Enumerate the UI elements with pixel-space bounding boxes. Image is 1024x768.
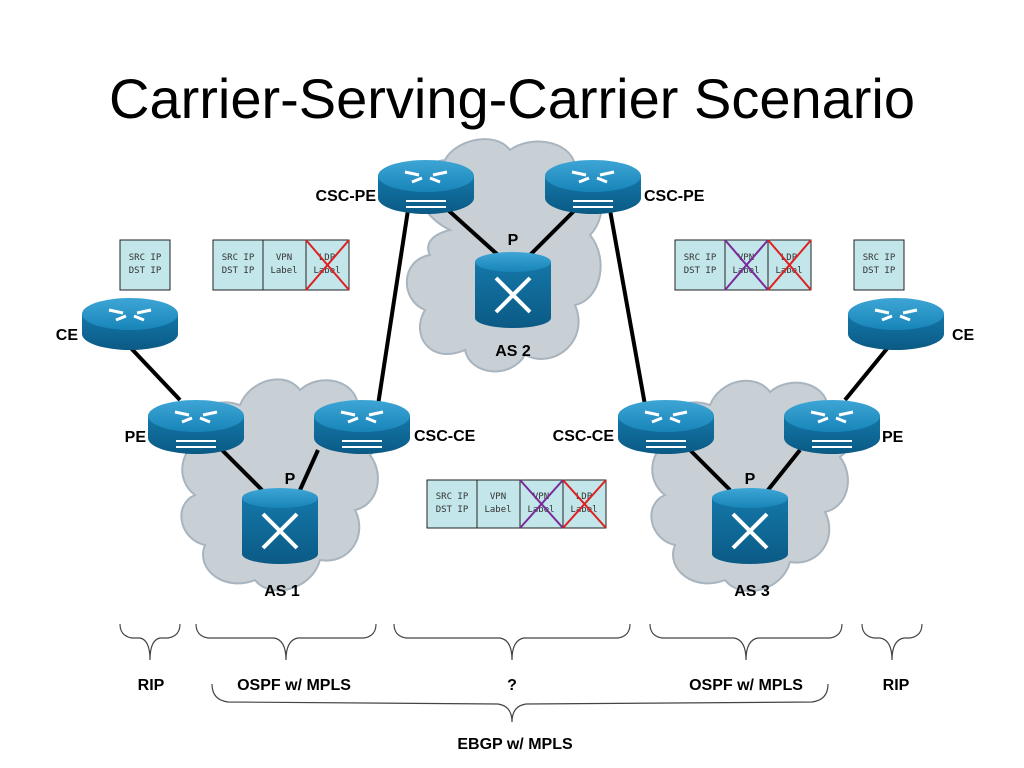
- packet-ldp-label-struck-line: Label: [570, 505, 597, 515]
- link-pe-ce-right: [843, 343, 892, 402]
- packet-ldp-label-struck-line: Label: [775, 266, 802, 276]
- packet-src-dst-line: SRC IP: [436, 492, 469, 502]
- packet-vpn-label-line: Label: [484, 505, 511, 515]
- label-p-as2: P: [508, 232, 519, 249]
- switch-p-as1[interactable]: [242, 488, 318, 564]
- label-csc-pe-right: CSC-PE: [644, 188, 705, 205]
- link-cscce-p-as3: [688, 448, 732, 492]
- packet-src-dst-line: DST IP: [684, 266, 717, 276]
- label-ospf-right: OSPF w/ MPLS: [689, 677, 803, 694]
- packet-ldp-label-struck-line: LDP: [781, 253, 798, 263]
- packet-src-dst: SRC IP DST IP: [684, 253, 717, 276]
- router-csc-ce-left[interactable]: [314, 400, 410, 454]
- link-cscpe-p-as2-left: [446, 208, 500, 257]
- label-pe-left: PE: [125, 429, 147, 446]
- label-csc-ce-left: CSC-CE: [414, 428, 476, 445]
- packet-src-dst-line: DST IP: [222, 266, 255, 276]
- packet-middle: SRC IP DST IP VPN Label VPN Label LDP Label: [426, 479, 607, 529]
- label-as2: AS 2: [495, 343, 531, 360]
- packet-src-dst-line: DST IP: [436, 505, 469, 515]
- label-csc-pe-left: CSC-PE: [316, 188, 377, 205]
- router-csc-pe-right[interactable]: [545, 160, 641, 214]
- link-pe-p-as1: [220, 448, 264, 492]
- brace-rip-right: [861, 623, 923, 661]
- packet-pe-left: SRC IP DST IP VPN Label LDP Label: [212, 239, 350, 291]
- packet-ldp-label-line: LDP: [319, 253, 336, 263]
- packet-ce-right: SRC IP DST IP: [853, 239, 905, 291]
- label-ce-left: CE: [56, 327, 79, 344]
- link-cscpe-cscce-right: [608, 209, 647, 406]
- packet-ldp-label-struck-line: LDP: [576, 492, 593, 502]
- switch-p-as3[interactable]: [712, 488, 788, 564]
- link-p-pe-as3: [766, 448, 802, 492]
- label-as3: AS 3: [734, 583, 770, 600]
- packet-src-dst: SRC IP DST IP: [863, 253, 896, 276]
- router-ce-right[interactable]: [848, 298, 944, 350]
- router-csc-ce-right[interactable]: [618, 400, 714, 454]
- packet-ldp-label-line: Label: [313, 266, 340, 276]
- packet-vpn-label-struck-line: VPN: [533, 492, 549, 502]
- packet-vpn-label-line: VPN: [276, 253, 292, 263]
- packet-vpn-label-struck-line: Label: [732, 266, 759, 276]
- packet-src-dst-line: DST IP: [863, 266, 896, 276]
- slide-title: Carrier-Serving-Carrier Scenario: [109, 67, 915, 130]
- packet-ce-left: SRC IP DST IP: [119, 239, 171, 291]
- packet-ldp-label: LDP Label: [313, 253, 340, 276]
- packet-src-dst: SRC IP DST IP: [222, 253, 255, 276]
- label-pe-right: PE: [882, 429, 904, 446]
- link-cscce-cscpe-left: [376, 209, 410, 406]
- packet-src-dst-line: SRC IP: [863, 253, 896, 263]
- switch-p-as2[interactable]: [475, 252, 551, 328]
- brace-ebgp: [211, 683, 829, 723]
- label-as1: AS 1: [264, 583, 300, 600]
- label-rip-right: RIP: [883, 677, 910, 694]
- packet-src-dst: SRC IP DST IP: [129, 253, 162, 276]
- brace-ospf-right: [649, 623, 843, 661]
- router-csc-pe-left[interactable]: [378, 160, 474, 214]
- label-csc-ce-right: CSC-CE: [553, 428, 615, 445]
- packet-vpn-label-line: Label: [270, 266, 297, 276]
- packet-vpn-label: VPN Label: [270, 253, 297, 276]
- packet-src-dst-line: SRC IP: [222, 253, 255, 263]
- label-p-as3: P: [745, 471, 756, 488]
- label-ebgp: EBGP w/ MPLS: [457, 736, 573, 753]
- packet-vpn-label-struck: VPN Label: [527, 492, 554, 515]
- packet-vpn-label-line: VPN: [490, 492, 506, 502]
- link-p-cscce-as1: [298, 449, 320, 491]
- label-rip-left: RIP: [138, 677, 165, 694]
- packet-vpn-label-struck: VPN Label: [732, 253, 759, 276]
- braces: [119, 623, 923, 723]
- link-ce-pe-left: [126, 343, 182, 402]
- router-ce-left[interactable]: [82, 298, 178, 350]
- label-ce-right: CE: [952, 327, 975, 344]
- packet-src-dst-line: SRC IP: [129, 253, 162, 263]
- brace-ospf-left: [195, 623, 377, 661]
- packet-src-dst-line: DST IP: [129, 266, 162, 276]
- packet-ldp-label-struck: LDP Label: [775, 253, 802, 276]
- packet-vpn-label-struck-line: VPN: [738, 253, 754, 263]
- packet-csc-right: SRC IP DST IP VPN Label LDP Label: [674, 239, 812, 291]
- packet-vpn-label: VPN Label: [484, 492, 511, 515]
- packet-src-dst-line: SRC IP: [684, 253, 717, 263]
- packet-vpn-label-struck-line: Label: [527, 505, 554, 515]
- links: [126, 208, 892, 492]
- brace-rip-left: [119, 623, 181, 661]
- packet-src-dst: SRC IP DST IP: [436, 492, 469, 515]
- label-ospf-left: OSPF w/ MPLS: [237, 677, 351, 694]
- packet-ldp-label-struck: LDP Label: [570, 492, 597, 515]
- router-pe-left[interactable]: [148, 400, 244, 454]
- label-p-as1: P: [285, 471, 296, 488]
- label-middle-unknown: ?: [507, 677, 517, 694]
- brace-middle: [393, 623, 631, 661]
- link-cscpe-p-as2-right: [528, 208, 577, 257]
- router-pe-right[interactable]: [784, 400, 880, 454]
